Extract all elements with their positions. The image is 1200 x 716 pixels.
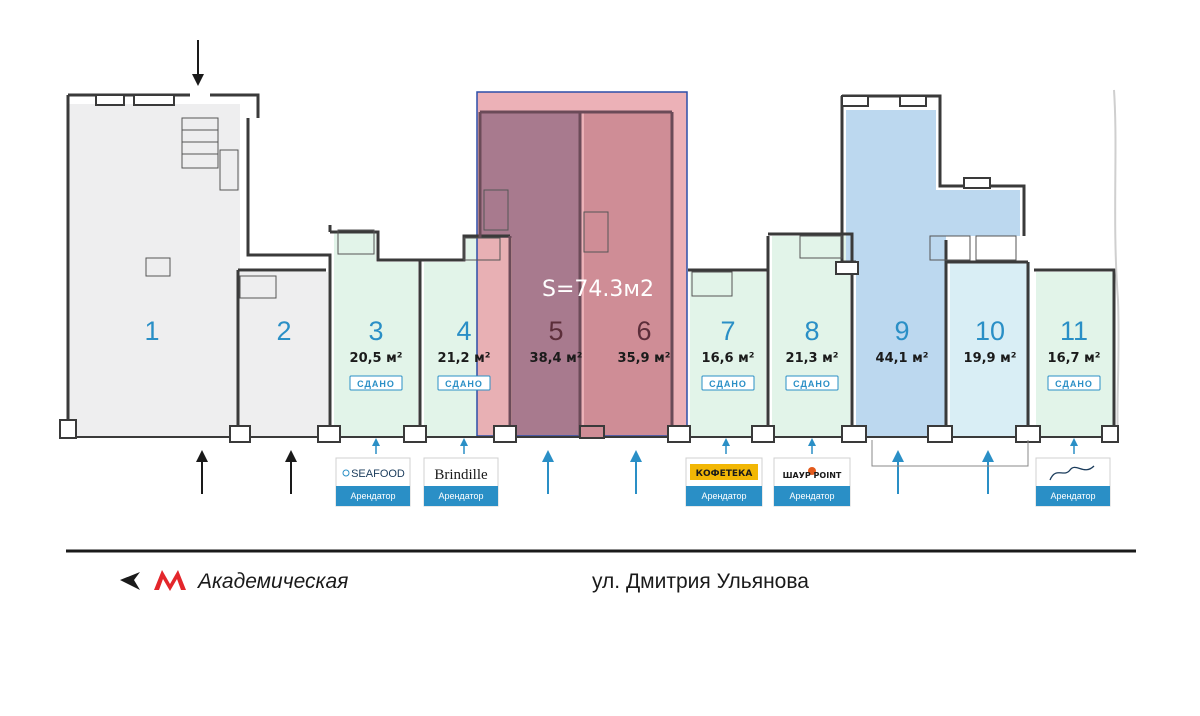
unit-labels: 1 2 3 20,5 м² 4 21,2 м² 5 38,4 м² 6 35,9… xyxy=(144,316,1100,366)
tenant-badge-label: Арендатор xyxy=(350,491,395,501)
tenant-logo-kofeteka: КОФЕТЕКА xyxy=(696,469,753,479)
unit-11-number: 11 xyxy=(1060,316,1088,346)
arrow-up-icon xyxy=(460,438,468,454)
unit-7-number: 7 xyxy=(720,316,735,346)
tenant-badge-label: Арендатор xyxy=(701,491,746,501)
arrow-down-icon xyxy=(192,40,204,86)
arrow-up-icon xyxy=(1070,438,1078,454)
unit-8-area: 21,3 м² xyxy=(786,351,839,366)
unit-2-number: 2 xyxy=(276,316,291,346)
unit-1-number: 1 xyxy=(144,316,159,346)
unit-7-area: 16,6 м² xyxy=(702,351,755,366)
unit-8-number: 8 xyxy=(804,316,819,346)
tenant-card-kofeteka[interactable]: КОФЕТЕКА Арендатор xyxy=(685,457,763,507)
flame-icon xyxy=(808,467,816,475)
fixtures xyxy=(145,117,1017,299)
direction-arrow-icon xyxy=(120,572,140,590)
arrow-up-icon xyxy=(982,450,994,494)
tenant-card-unit-11[interactable]: Арендатор xyxy=(1035,457,1111,507)
arrow-up-icon xyxy=(722,438,730,454)
unit-3-area: 20,5 м² xyxy=(350,351,403,366)
unit-7-status-badge: СДАНО xyxy=(709,379,747,389)
tenant-logo-seafood: SEAFOOD xyxy=(351,468,405,480)
fish-icon xyxy=(342,469,350,477)
script-logo-icon xyxy=(1049,465,1095,481)
unit-fills xyxy=(68,91,1114,437)
combined-area-label: S=74.3м2 xyxy=(542,277,654,302)
tenant-card-brindille[interactable]: Brindille Арендатор xyxy=(423,457,499,507)
unit-6-area: 35,9 м² xyxy=(618,351,671,366)
tenant-badge-label: Арендатор xyxy=(1050,491,1095,501)
unit-2-fill[interactable] xyxy=(240,272,328,436)
walls xyxy=(66,93,1116,438)
tenant-badge-label: Арендатор xyxy=(789,491,834,501)
unit-3-status-badge: СДАНО xyxy=(357,379,395,389)
tenant-card-shaur-point[interactable]: ШАУР POINT Арендатор xyxy=(773,457,851,507)
unit-5-number: 5 xyxy=(548,316,563,346)
tenant-card-seafood[interactable]: SEAFOOD Арендатор xyxy=(335,457,411,507)
arrow-up-icon xyxy=(808,438,816,454)
facade-piers xyxy=(59,94,1119,443)
unit-3-number: 3 xyxy=(368,316,383,346)
unit-9-number: 9 xyxy=(894,316,909,346)
arrow-up-icon xyxy=(542,450,554,494)
unit-9-area: 44,1 м² xyxy=(876,351,929,366)
unit-11-fill[interactable] xyxy=(1036,272,1114,436)
entrance-arrows xyxy=(192,40,1078,494)
tenant-badge-label: Арендатор xyxy=(438,491,483,501)
status-badges: СДАНО СДАНО СДАНО СДАНО СДАНО xyxy=(349,375,1101,391)
unit-10-fill[interactable] xyxy=(950,262,1030,436)
unit-11-area: 16,7 м² xyxy=(1048,351,1101,366)
arrow-up-icon xyxy=(630,450,642,494)
unit-4-number: 4 xyxy=(456,316,471,346)
arrow-up-icon xyxy=(285,450,297,494)
metro-station-label: Академическая xyxy=(196,570,348,593)
unit-7-fill[interactable] xyxy=(690,272,766,436)
unit-11-status-badge: СДАНО xyxy=(1055,379,1093,389)
unit-1-fill[interactable] xyxy=(68,104,240,436)
unit-6-number: 6 xyxy=(636,316,651,346)
unit-4-area: 21,2 м² xyxy=(438,351,491,366)
arrow-up-icon xyxy=(372,438,380,454)
tenant-logo-brindille: Brindille xyxy=(434,467,488,483)
unit-10-area: 19,9 м² xyxy=(964,351,1017,366)
neighbor-building-edge xyxy=(1113,89,1120,437)
unit-9-fill[interactable] xyxy=(846,110,1020,436)
unit-10-number: 10 xyxy=(975,316,1005,346)
unit-5-area: 38,4 м² xyxy=(530,351,583,366)
arrow-up-icon xyxy=(892,450,904,494)
arrow-up-icon xyxy=(196,450,208,494)
tenant-logo-shaur-point: ШАУР POINT xyxy=(783,471,842,480)
unit-8-status-badge: СДАНО xyxy=(793,379,831,389)
unit-6-fill[interactable] xyxy=(584,112,672,436)
unit-4-status-badge: СДАНО xyxy=(445,379,483,389)
metro-logo-icon xyxy=(154,570,186,591)
unit-5-fill[interactable] xyxy=(480,112,580,436)
street-name-label: ул. Дмитрия Ульянова xyxy=(592,570,809,593)
